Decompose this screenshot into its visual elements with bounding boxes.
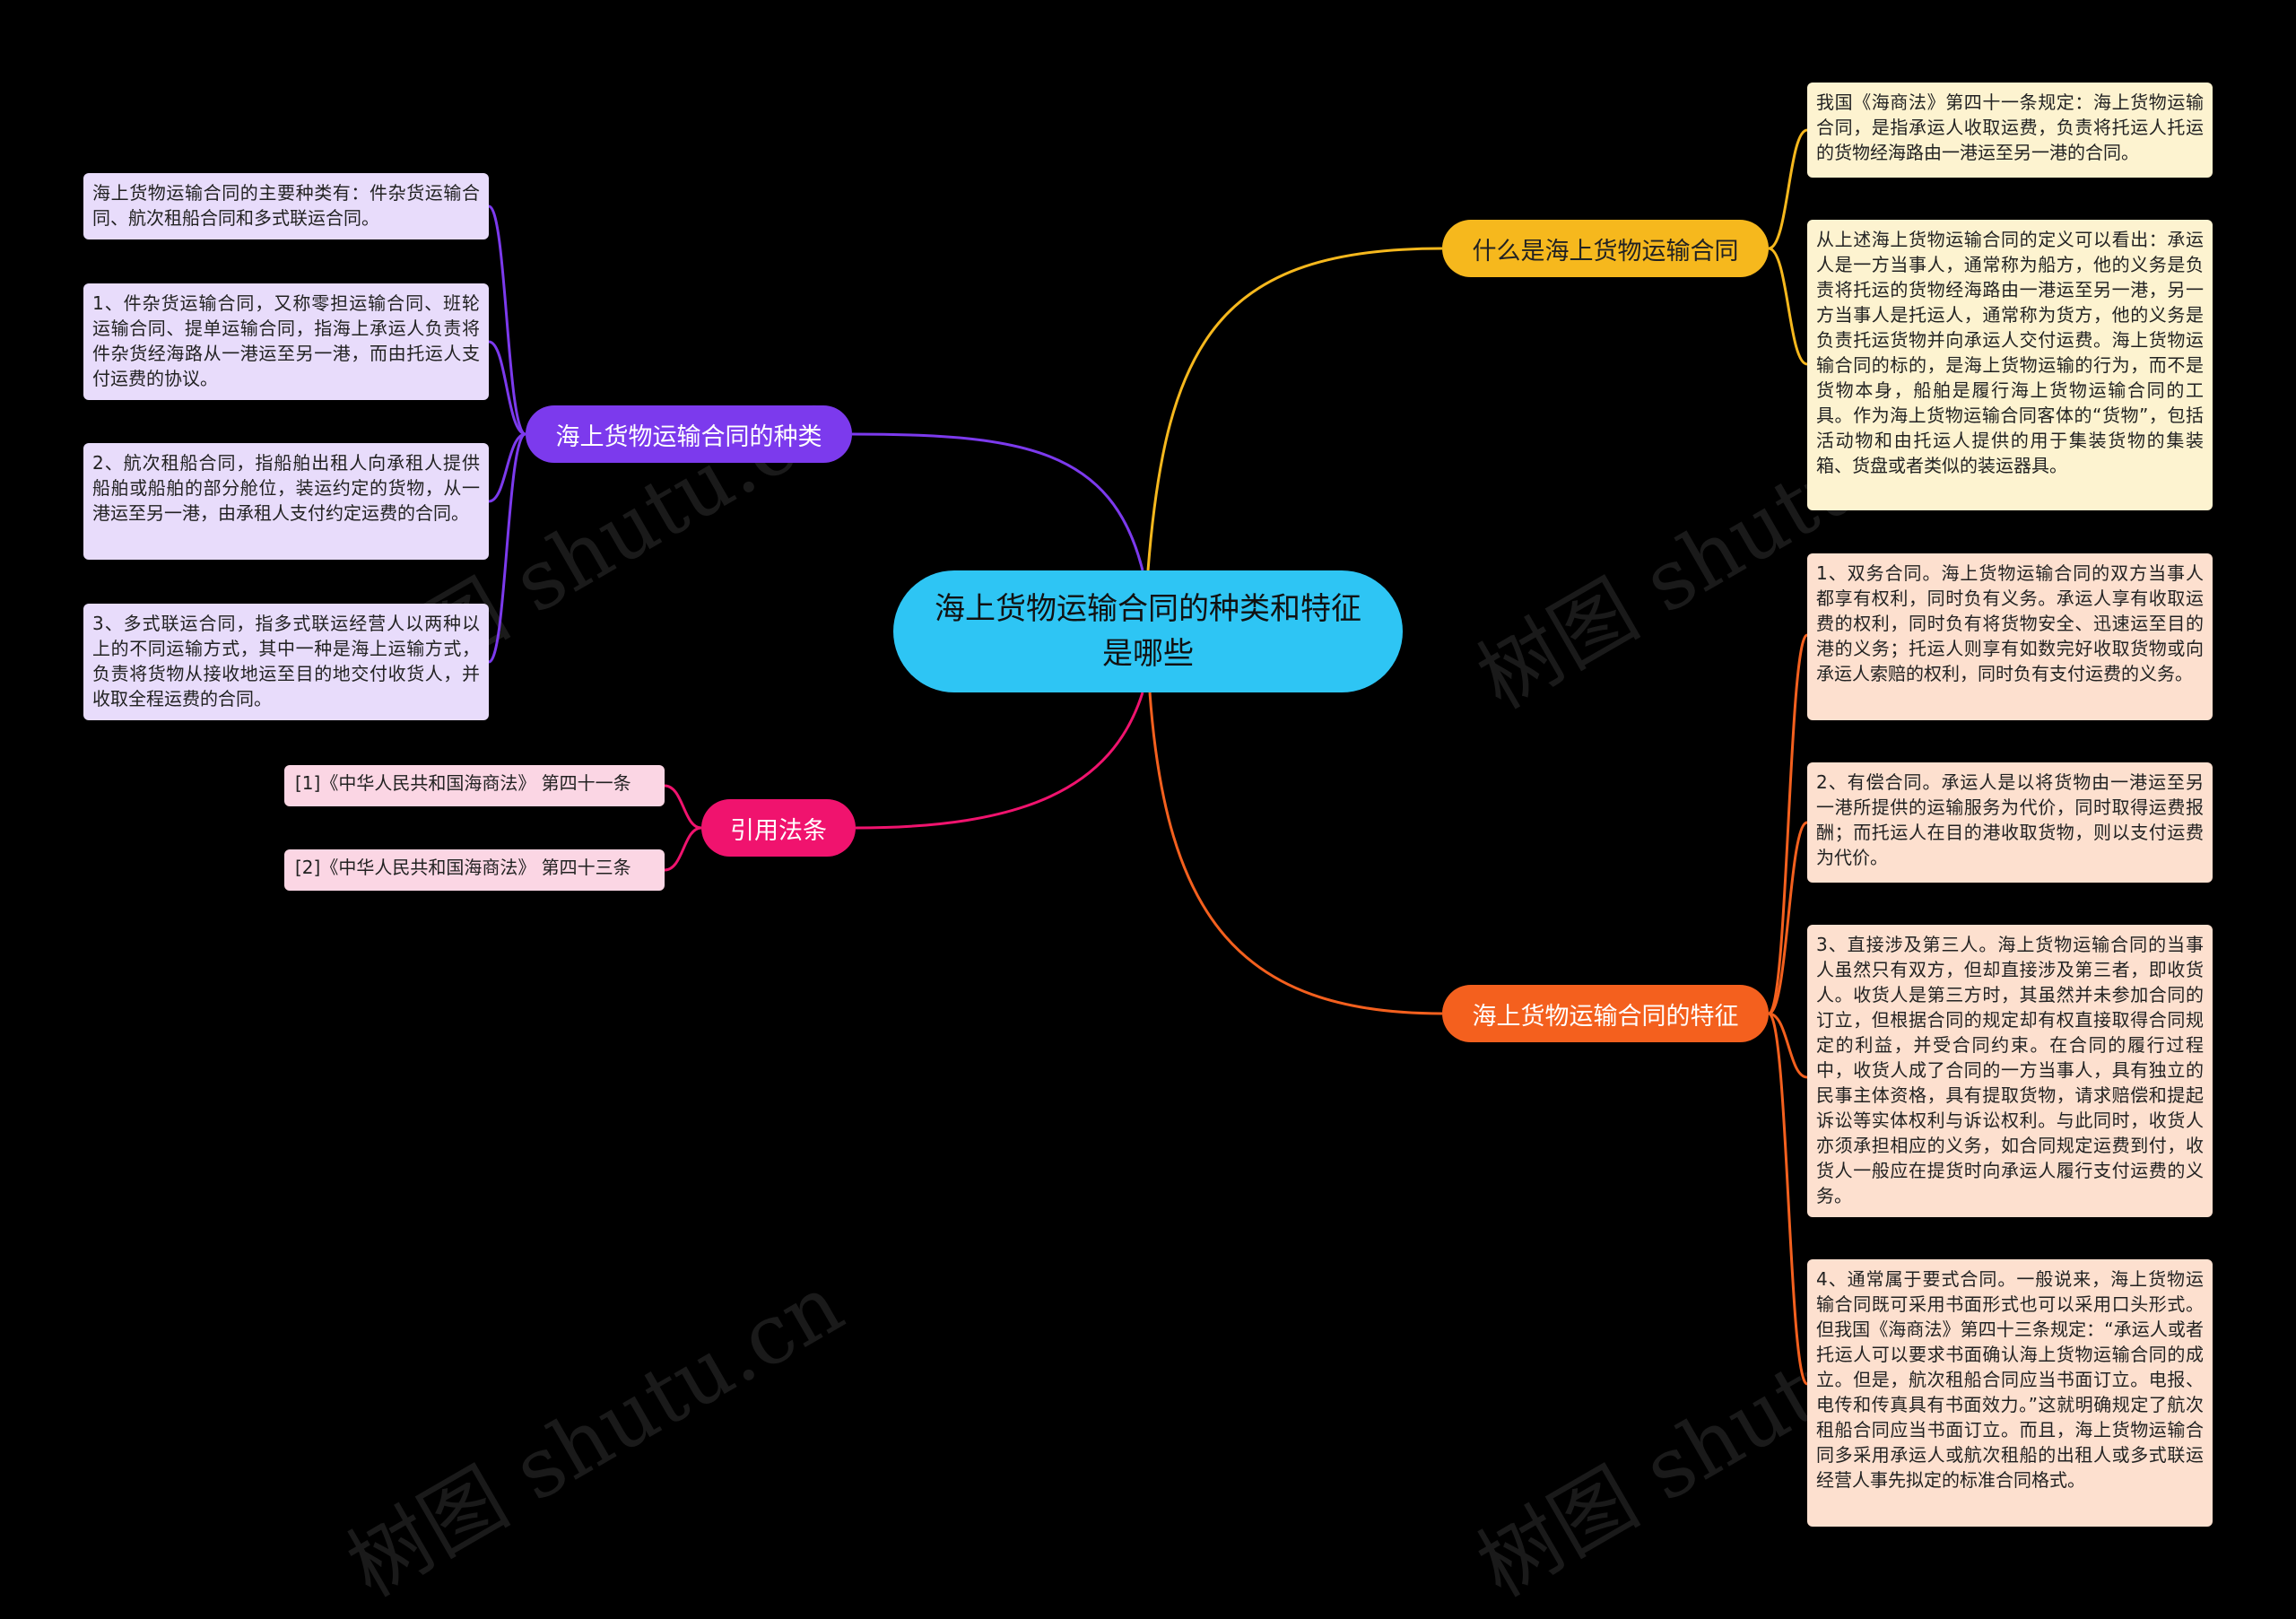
citation-leaf-1[interactable]: [2]《中华人民共和国海商法》 第四十三条 <box>284 849 665 891</box>
link-root-what <box>1146 247 1443 571</box>
kinds-leaf-3[interactable]: 3、多式联运合同，指多式联运经营人以两种以上的不同运输方式，其中一种是海上运输方… <box>83 604 489 720</box>
link-root-features <box>1148 692 1443 1015</box>
link-features-leaf <box>1768 1012 1808 1079</box>
features-leaf-1[interactable]: 2、有偿合同。承运人是以将货物由一港运至另一港所提供的运输服务为代价，同时取得运… <box>1807 762 2213 883</box>
link-root-kinds <box>851 432 1144 571</box>
branch-what[interactable]: 什么是海上货物运输合同 <box>1442 220 1769 277</box>
link-citations-leaf <box>664 826 702 872</box>
link-kinds-leaf <box>488 432 526 664</box>
branch-features[interactable]: 海上货物运输合同的特征 <box>1442 985 1769 1042</box>
link-citations-leaf <box>664 784 702 830</box>
link-kinds-leaf <box>488 205 526 436</box>
link-features-leaf <box>1767 633 1809 1015</box>
link-what-leaf <box>1768 128 1808 250</box>
features-leaf-0[interactable]: 1、双务合同。海上货物运输合同的双方当事人都享有权利，同时负有义务。承运人享有收… <box>1807 553 2213 720</box>
link-features-leaf <box>1768 821 1808 1015</box>
branch-kinds[interactable]: 海上货物运输合同的种类 <box>526 405 852 463</box>
what-leaf-0[interactable]: 我国《海商法》第四十一条规定：海上货物运输合同，是指承运人收取运费，负责将托运人… <box>1807 83 2213 178</box>
citation-leaf-0[interactable]: [1]《中华人民共和国海商法》 第四十一条 <box>284 765 665 806</box>
root-topic[interactable]: 海上货物运输合同的种类和特征是哪些 <box>893 570 1403 692</box>
features-leaf-2[interactable]: 3、直接涉及第三人。海上货物运输合同的当事人虽然只有双方，但却直接涉及第三者，即… <box>1807 925 2213 1217</box>
kinds-leaf-0[interactable]: 海上货物运输合同的主要种类有：件杂货运输合同、航次租船合同和多式联运合同。 <box>83 173 489 239</box>
features-leaf-3[interactable]: 4、通常属于要式合同。一般说来，海上货物运输合同既可采用书面形式也可以采用口头形… <box>1807 1259 2213 1527</box>
what-leaf-1[interactable]: 从上述海上货物运输合同的定义可以看出：承运人是一方当事人，通常称为船方，他的义务… <box>1807 220 2213 510</box>
link-root-citations <box>855 692 1144 830</box>
link-kinds-leaf <box>488 432 526 503</box>
link-kinds-leaf <box>488 340 526 436</box>
link-features-leaf <box>1767 1012 1809 1386</box>
link-what-leaf <box>1768 247 1808 366</box>
branch-citations[interactable]: 引用法条 <box>701 799 856 857</box>
kinds-leaf-1[interactable]: 1、件杂货运输合同，又称零担运输合同、班轮运输合同、提单运输合同，指海上承运人负… <box>83 283 489 400</box>
kinds-leaf-2[interactable]: 2、航次租船合同，指船舶出租人向承租人提供船舶或船舶的部分舱位，装运约定的货物，… <box>83 443 489 560</box>
